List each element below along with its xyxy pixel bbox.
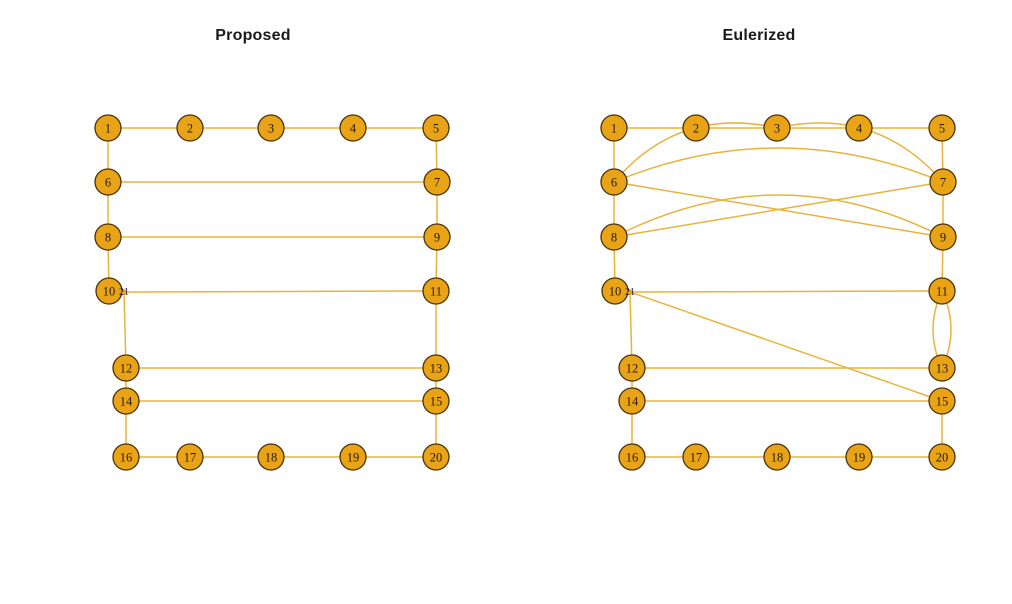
node-circle[interactable] <box>928 114 956 142</box>
graph-node[interactable]: 8 <box>600 223 628 251</box>
node-circle[interactable] <box>929 223 957 251</box>
graph-node[interactable]: 17 <box>682 443 710 471</box>
graph-edge <box>613 147 944 183</box>
graph-node[interactable]: 9 <box>929 223 957 251</box>
node-circle[interactable] <box>176 443 204 471</box>
graph-edge <box>613 194 944 238</box>
node-circle[interactable] <box>422 443 450 471</box>
node-circle[interactable] <box>339 114 367 142</box>
graph-node[interactable]: 10 <box>601 277 629 305</box>
node-circle[interactable] <box>112 354 140 382</box>
graph-node[interactable]: 20 <box>928 443 956 471</box>
node-circle[interactable] <box>257 443 285 471</box>
node-circle[interactable] <box>94 114 122 142</box>
node-circle[interactable] <box>95 277 123 305</box>
node-circle[interactable] <box>423 223 451 251</box>
node-circle[interactable] <box>112 387 140 415</box>
panel-title-eulerized: Eulerized <box>722 27 796 44</box>
graph-node[interactable]: 7 <box>423 168 451 196</box>
graph-node[interactable]: 18 <box>763 443 791 471</box>
graph-node[interactable]: 15 <box>422 387 450 415</box>
graph-node[interactable]: 16 <box>112 443 140 471</box>
graph-node[interactable]: 19 <box>339 443 367 471</box>
edge-layer <box>613 122 952 458</box>
node-circle[interactable] <box>763 443 791 471</box>
node-circle[interactable] <box>928 277 956 305</box>
graph-node[interactable]: 4 <box>339 114 367 142</box>
graph-node[interactable]: 19 <box>845 443 873 471</box>
graph-node[interactable]: 12 <box>112 354 140 382</box>
graph-node[interactable]: 2 <box>682 114 710 142</box>
node-circle[interactable] <box>422 114 450 142</box>
node-circle[interactable] <box>627 289 633 295</box>
graph-node[interactable]: 4 <box>845 114 873 142</box>
graph-edge <box>613 181 944 238</box>
graph-node[interactable]: 10 <box>95 277 123 305</box>
node-circle[interactable] <box>618 443 646 471</box>
node-circle[interactable] <box>422 387 450 415</box>
graph-node[interactable]: 3 <box>763 114 791 142</box>
node-circle[interactable] <box>618 387 646 415</box>
node-circle[interactable] <box>257 114 285 142</box>
graph-node[interactable]: 2 <box>176 114 204 142</box>
node-circle[interactable] <box>929 168 957 196</box>
graph-node[interactable]: 5 <box>422 114 450 142</box>
graph-node[interactable]: 8 <box>94 223 122 251</box>
node-circle[interactable] <box>422 277 450 305</box>
node-circle[interactable] <box>176 114 204 142</box>
graph-node[interactable]: 16 <box>618 443 646 471</box>
node-circle[interactable] <box>682 114 710 142</box>
node-circle[interactable] <box>112 443 140 471</box>
graph-node[interactable]: 11 <box>928 277 956 305</box>
node-circle[interactable] <box>94 223 122 251</box>
node-circle[interactable] <box>682 443 710 471</box>
graph-node[interactable]: 1 <box>600 114 628 142</box>
edge-layer <box>107 127 438 458</box>
node-circle[interactable] <box>845 443 873 471</box>
graph-edge <box>629 291 943 402</box>
graph-node[interactable]: 14 <box>112 387 140 415</box>
graph-node[interactable]: 11 <box>422 277 450 305</box>
graph-edge <box>629 290 943 293</box>
graph-node[interactable]: 1 <box>94 114 122 142</box>
node-circle[interactable] <box>339 443 367 471</box>
node-circle[interactable] <box>928 387 956 415</box>
graph-node[interactable]: 14 <box>618 387 646 415</box>
graph-node[interactable]: 13 <box>928 354 956 382</box>
graph-node[interactable]: 17 <box>176 443 204 471</box>
node-circle[interactable] <box>763 114 791 142</box>
graph-node[interactable]: 9 <box>423 223 451 251</box>
node-circle[interactable] <box>600 114 628 142</box>
graph-node[interactable]: 12 <box>618 354 646 382</box>
node-circle[interactable] <box>422 354 450 382</box>
node-circle[interactable] <box>600 223 628 251</box>
node-circle[interactable] <box>928 443 956 471</box>
node-circle[interactable] <box>845 114 873 142</box>
node-circle[interactable] <box>94 168 122 196</box>
node-circle[interactable] <box>121 289 127 295</box>
panel-title-proposed: Proposed <box>215 27 291 44</box>
graph-node[interactable]: 6 <box>94 168 122 196</box>
node-circle[interactable] <box>928 354 956 382</box>
graph-node[interactable]: 6 <box>600 168 628 196</box>
node-circle[interactable] <box>600 168 628 196</box>
node-circle[interactable] <box>618 354 646 382</box>
node-circle[interactable] <box>601 277 629 305</box>
graph-node[interactable]: 15 <box>928 387 956 415</box>
node-circle[interactable] <box>423 168 451 196</box>
graph-node[interactable]: 18 <box>257 443 285 471</box>
graph-node[interactable]: 20 <box>422 443 450 471</box>
graph-node[interactable]: 3 <box>257 114 285 142</box>
graph-node[interactable]: 5 <box>928 114 956 142</box>
graph-node[interactable]: 7 <box>929 168 957 196</box>
graph-edge <box>123 290 437 293</box>
graph-node[interactable]: 13 <box>422 354 450 382</box>
